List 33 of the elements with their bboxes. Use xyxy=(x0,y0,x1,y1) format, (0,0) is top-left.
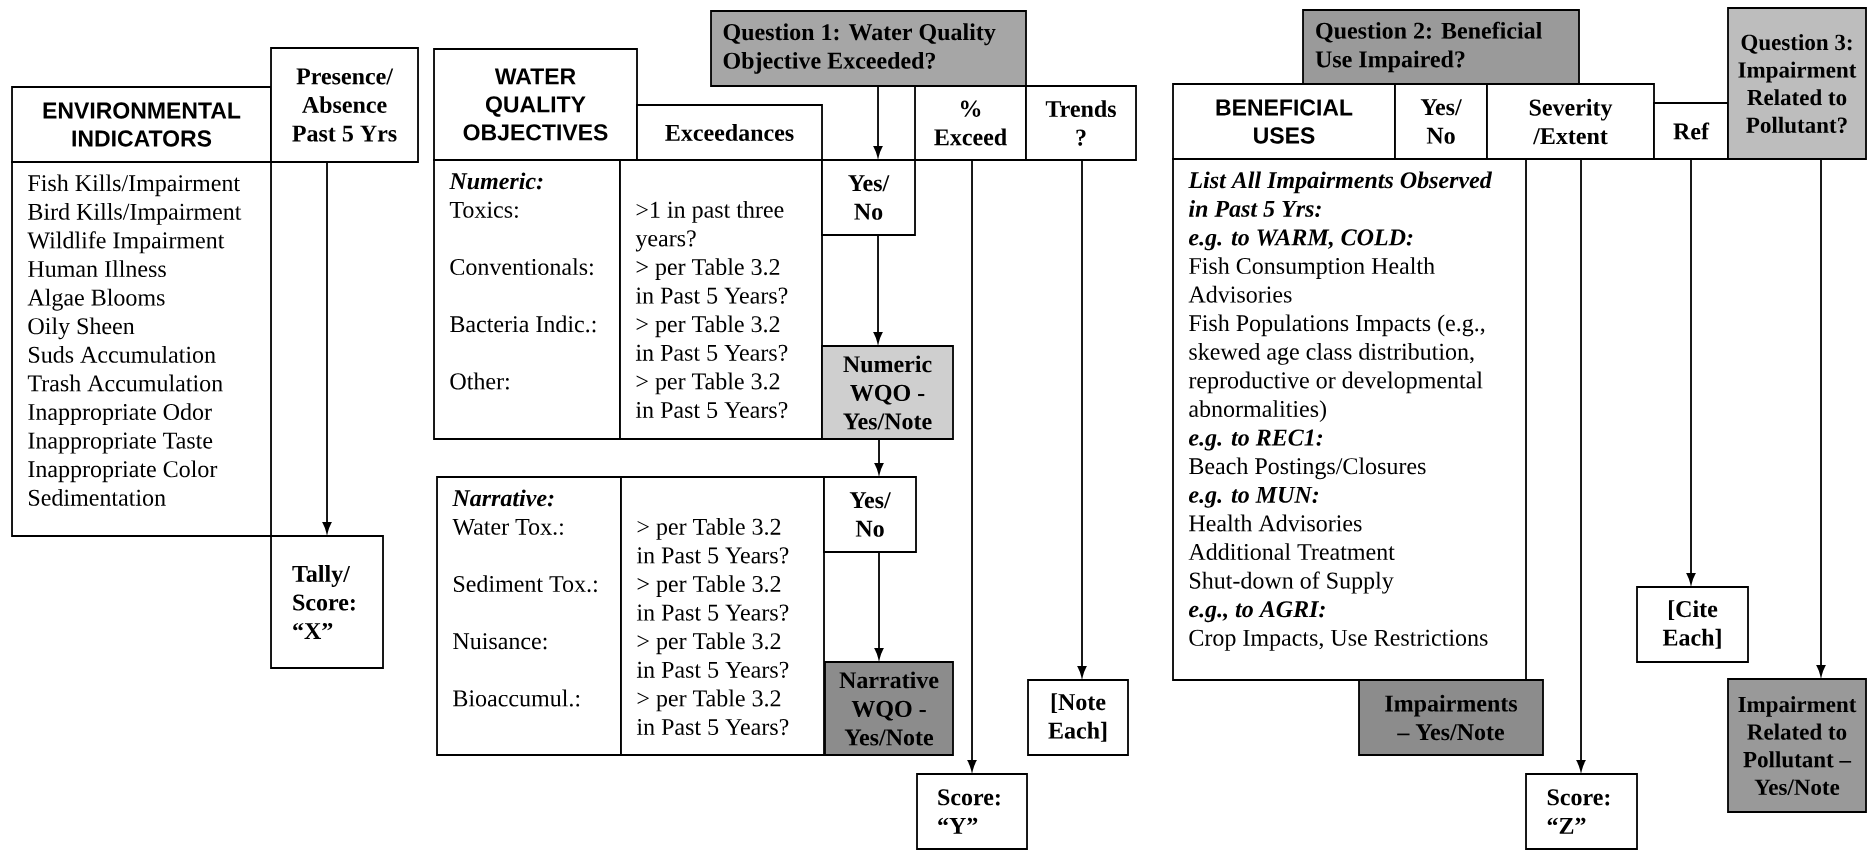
arrow xyxy=(873,85,883,157)
category-cell: Narrative: Water Tox.: Sediment Tox.: Nuisance: Bioaccumul.: xyxy=(436,476,622,756)
header-cell: Presence/ Absence Past 5 Yrs xyxy=(270,47,419,163)
header-cell: Trends ? xyxy=(1025,85,1137,161)
arrow xyxy=(874,551,884,659)
arrow xyxy=(874,438,884,474)
result-box: Numeric WQO - Yes/Note xyxy=(821,345,954,440)
question-box: Question 1: Water Quality Objective Exceeded? xyxy=(710,10,1027,87)
arrow xyxy=(322,161,332,533)
arrow xyxy=(1576,158,1586,771)
arrow xyxy=(967,159,977,771)
header-cell: ENVIRONMENTAL INDICATORS xyxy=(11,86,272,163)
arrow xyxy=(873,234,883,343)
score-box: Score: “Z” xyxy=(1525,773,1638,850)
note-box: [Cite Each] xyxy=(1636,586,1749,663)
note-box: [Note Each] xyxy=(1027,679,1129,756)
result-box: Narrative WQO - Yes/Note xyxy=(824,661,954,756)
question-box: Question 2: Beneficial Use Impaired? xyxy=(1302,9,1580,85)
answer-box: Yes/ No xyxy=(823,476,917,553)
result-box: Impairment Related to Pollutant – Yes/Note xyxy=(1727,678,1867,813)
criteria-cell: > per Table 3.2 in Past 5 Years? > per Table 3.2 in Past 5 Years? > per Table 3.2 in Past 5 Years? > per Table 3.2 in Past 5 Years? xyxy=(620,476,825,756)
answer-box: Yes/ No xyxy=(821,159,916,236)
arrow xyxy=(1077,159,1087,677)
header-cell: % Exceed xyxy=(914,85,1027,161)
arrow xyxy=(1686,158,1696,584)
header-cell: Yes/ No xyxy=(1394,83,1488,160)
score-box: Score: “Y” xyxy=(916,773,1028,850)
score-box: Tally/ Score: “X” xyxy=(270,535,384,669)
result-box: Impairments – Yes/Note xyxy=(1358,679,1544,756)
header-cell: Exceedances xyxy=(636,104,823,161)
question-box: Question 3: Impairment Related to Pollutant? xyxy=(1727,7,1867,160)
header-cell: Ref xyxy=(1653,102,1729,160)
arrow xyxy=(1816,158,1826,676)
